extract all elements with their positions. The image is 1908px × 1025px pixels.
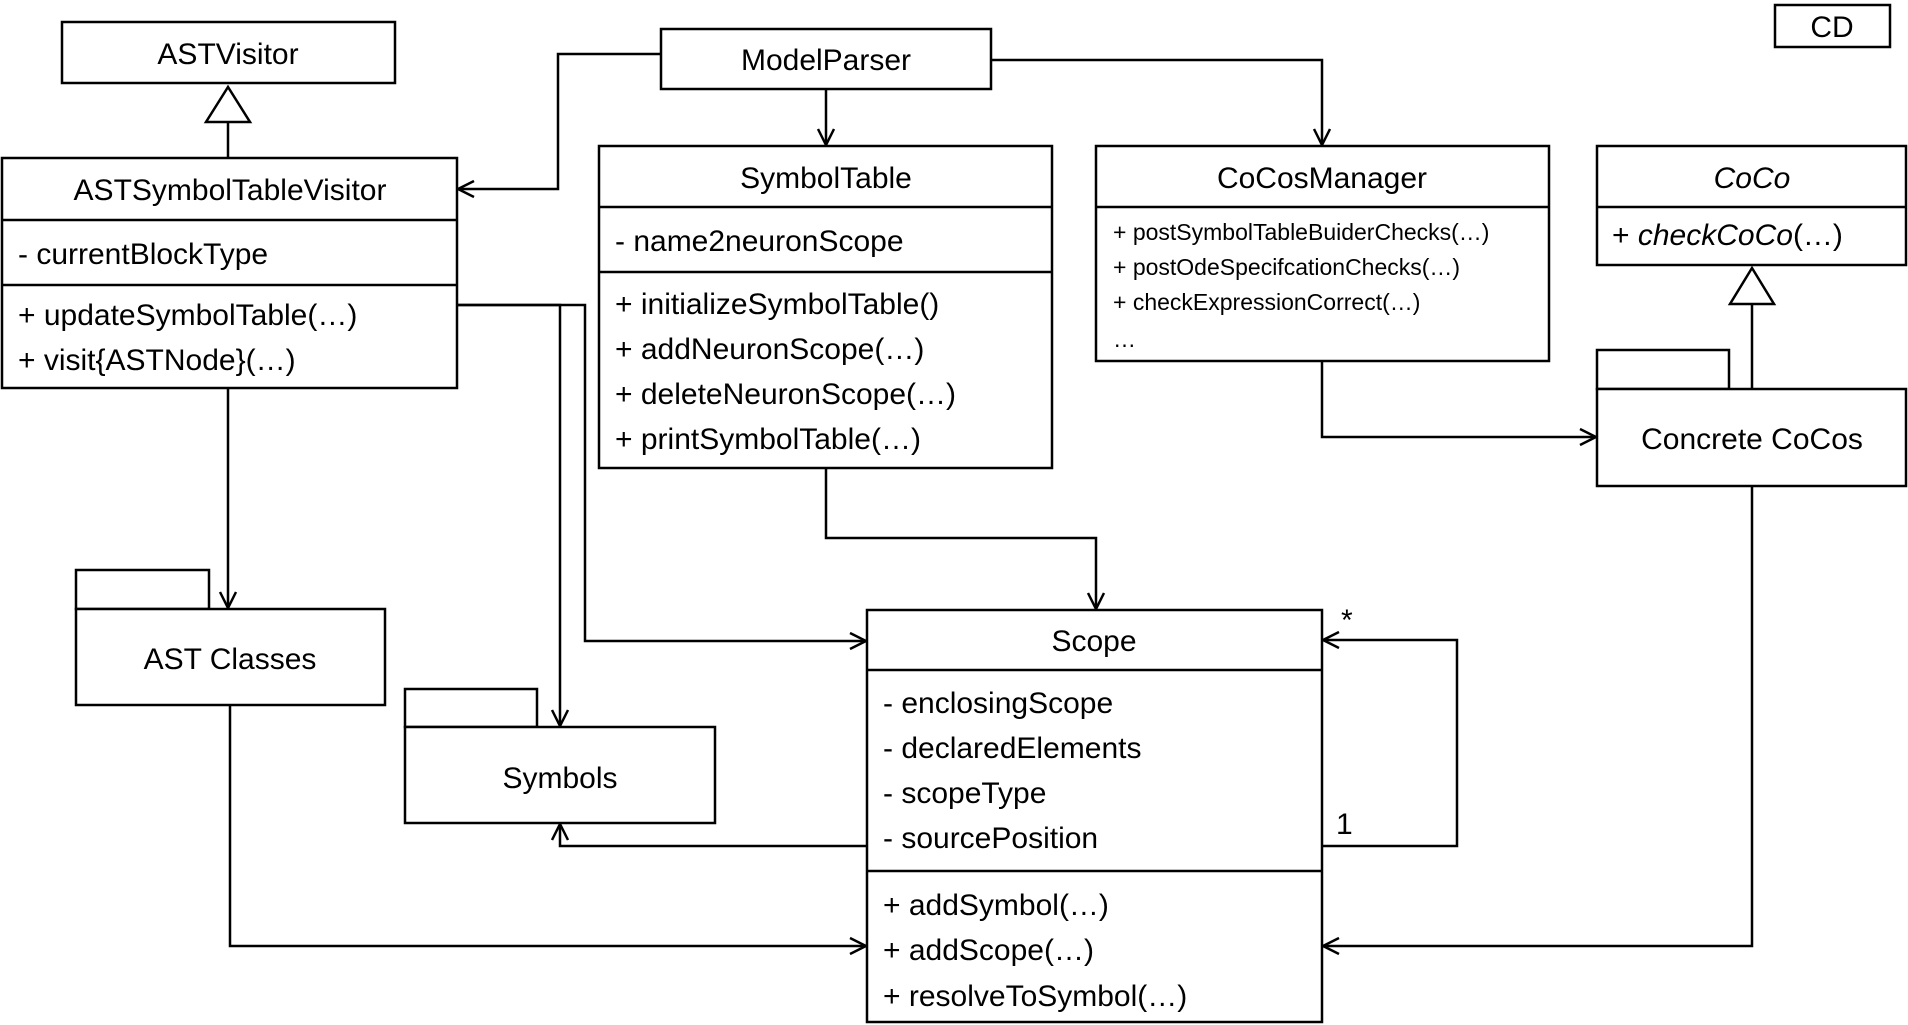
package-symbols: Symbols [403, 687, 717, 825]
multiplicity-one: 1 [1336, 808, 1353, 841]
package-concrete-cocos-label: Concrete CoCos [1641, 423, 1863, 456]
attribute-source-position: - sourcePosition [883, 822, 1098, 855]
class-symbol-table: SymbolTable - name2neuronScope + initial… [597, 144, 1054, 470]
attribute-name2neuron-scope: - name2neuronScope [615, 225, 904, 258]
inheritance-ast-visitor [203, 84, 253, 158]
class-scope-name: Scope [1051, 625, 1136, 658]
attribute-current-block-type: - currentBlockType [18, 238, 268, 271]
method-add-neuron-scope: + addNeuronScope(…) [615, 333, 924, 366]
class-ast-visitor: ASTVisitor [60, 20, 397, 85]
method-ellipsis: … [1113, 326, 1136, 352]
package-symbols-label: Symbols [502, 762, 617, 795]
assoc-modelparser-cocosmanager [991, 58, 1322, 144]
class-symbol-table-name: SymbolTable [740, 162, 912, 195]
class-coco: CoCo + checkCoCo(…) [1595, 144, 1908, 267]
class-model-parser: ModelParser [659, 27, 993, 91]
method-visit-ast-node: + visit{ASTNode}(…) [18, 344, 296, 377]
assoc-astclasses-scope [228, 705, 865, 946]
class-model-parser-name: ModelParser [741, 44, 911, 77]
method-print-symbol-table: + printSymbolTable(…) [615, 423, 921, 456]
diagram-tag-label: CD [1810, 11, 1853, 44]
method-post-ode-specifcation-checks: + postOdeSpecifcationChecks(…) [1113, 254, 1460, 280]
method-update-symbol-table: + updateSymbolTable(…) [18, 299, 357, 332]
class-ast-symbol-table-visitor: ASTSymbolTableVisitor - currentBlockType… [0, 156, 459, 390]
attribute-scope-type: - scopeType [883, 777, 1046, 810]
method-check-expression-correct: + checkExpressionCorrect(…) [1113, 289, 1420, 315]
method-delete-neuron-scope: + deleteNeuronScope(…) [615, 378, 956, 411]
assoc-modelparser-visitor [459, 52, 661, 189]
assoc-visitor-scope [457, 303, 865, 641]
attribute-declared-elements: - declaredElements [883, 732, 1141, 765]
package-ast-classes: AST Classes [74, 568, 387, 707]
package-ast-classes-label: AST Classes [144, 643, 317, 676]
class-coco-name: CoCo [1714, 162, 1791, 195]
method-resolve-to-symbol: + resolveToSymbol(…) [883, 980, 1187, 1013]
method-check-coco-prefix: + [1612, 219, 1638, 252]
inheritance-coco [1727, 265, 1777, 389]
class-cocos-manager: CoCosManager + postSymbolTableBuiderChec… [1094, 144, 1551, 363]
multiplicity-many: * [1341, 604, 1353, 637]
assoc-scope-self [1322, 640, 1459, 848]
package-concrete-cocos: Concrete CoCos [1595, 348, 1908, 488]
class-ast-symbol-table-visitor-name: ASTSymbolTableVisitor [74, 174, 387, 207]
assoc-cocosmanager-concretecocos [1320, 361, 1595, 437]
class-ast-visitor-name: ASTVisitor [157, 38, 298, 71]
method-check-coco-name: checkCoCo [1638, 219, 1793, 252]
diagram-tag: CD [1773, 3, 1892, 49]
class-cocos-manager-name: CoCosManager [1217, 162, 1427, 195]
method-check-coco: + checkCoCo(…) [1612, 219, 1843, 252]
assoc-visitor-symbols [457, 303, 560, 725]
assoc-concretecocos-scope [1324, 486, 1754, 946]
method-initialize-symbol-table: + initializeSymbolTable() [615, 288, 939, 321]
method-check-coco-suffix: (…) [1793, 219, 1843, 252]
attribute-enclosing-scope: - enclosingScope [883, 687, 1113, 720]
method-add-symbol: + addSymbol(…) [883, 889, 1109, 922]
method-post-symbol-table-buider-checks: + postSymbolTableBuiderChecks(…) [1113, 219, 1489, 245]
class-scope: Scope - enclosingScope - declaredElement… [865, 608, 1324, 1024]
assoc-scope-symbols [560, 825, 867, 848]
method-add-scope: + addScope(…) [883, 934, 1094, 967]
assoc-symboltable-scope [824, 468, 1096, 608]
